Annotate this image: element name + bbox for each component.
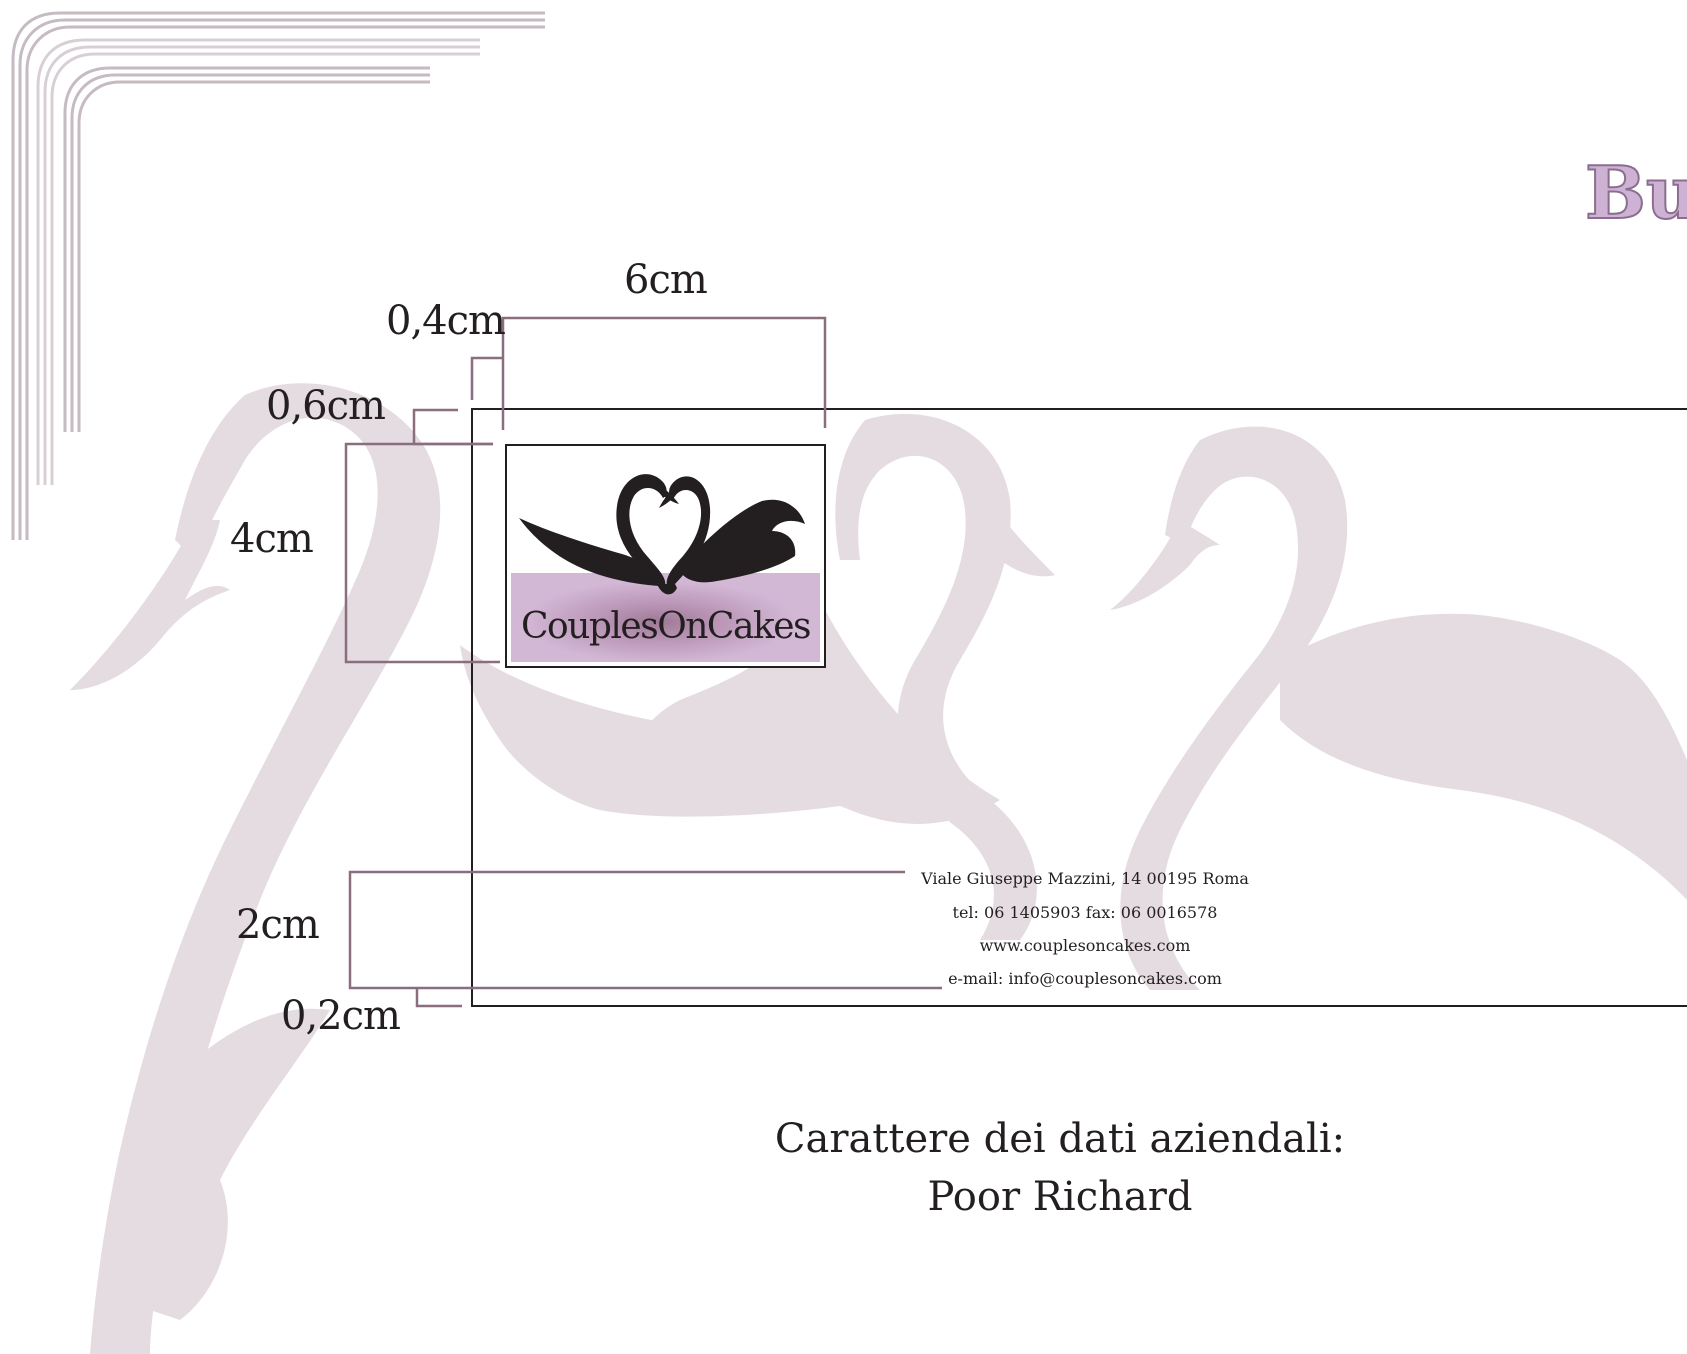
bracket-offset-bottom: [415, 988, 462, 1008]
right-swan-neck: [1120, 426, 1348, 990]
label-height-logo: 4cm: [230, 516, 314, 562]
contact-phone: tel: 06 1405903 fax: 06 0016578: [952, 903, 1218, 922]
page-heading: Bus: [1584, 149, 1687, 236]
right-swan-head: [1110, 520, 1220, 610]
contact-address: Viale Giuseppe Mazzini, 14 00195 Roma: [921, 869, 1249, 888]
logo-text: CouplesOnCakes: [520, 606, 812, 647]
font-note-label: Carattere dei dati aziendali:: [774, 1116, 1346, 1162]
bracket-height-footer: [348, 870, 942, 990]
center-swan-head: [965, 490, 1055, 577]
label-offset-left: 0,6cm: [266, 383, 386, 429]
left-swan-head: [70, 520, 230, 690]
envelope-outline: [471, 408, 1687, 1007]
center-swan-neck: [835, 413, 1037, 941]
swans-logo-icon: [519, 474, 805, 595]
left-swan-tail: [120, 1008, 330, 1320]
bracket-offset-left: [412, 408, 493, 446]
label-offset-top: 0,4cm: [386, 298, 506, 344]
label-height-footer: 2cm: [236, 902, 320, 948]
bracket-width-logo: [501, 316, 827, 430]
logo: CouplesOnCakes: [505, 444, 826, 668]
right-swan-wing: [1280, 613, 1687, 900]
font-note-value: Poor Richard: [927, 1174, 1193, 1220]
label-offset-bottom: 0,2cm: [281, 993, 401, 1039]
contact-website: www.couplesoncakes.com: [979, 936, 1191, 955]
bracket-height-logo: [344, 442, 500, 664]
center-swan-body: [632, 600, 1000, 824]
contact-email: e-mail: info@couplesoncakes.com: [948, 969, 1222, 988]
label-width-logo: 6cm: [624, 257, 708, 303]
bracket-offset-top: [470, 356, 503, 400]
